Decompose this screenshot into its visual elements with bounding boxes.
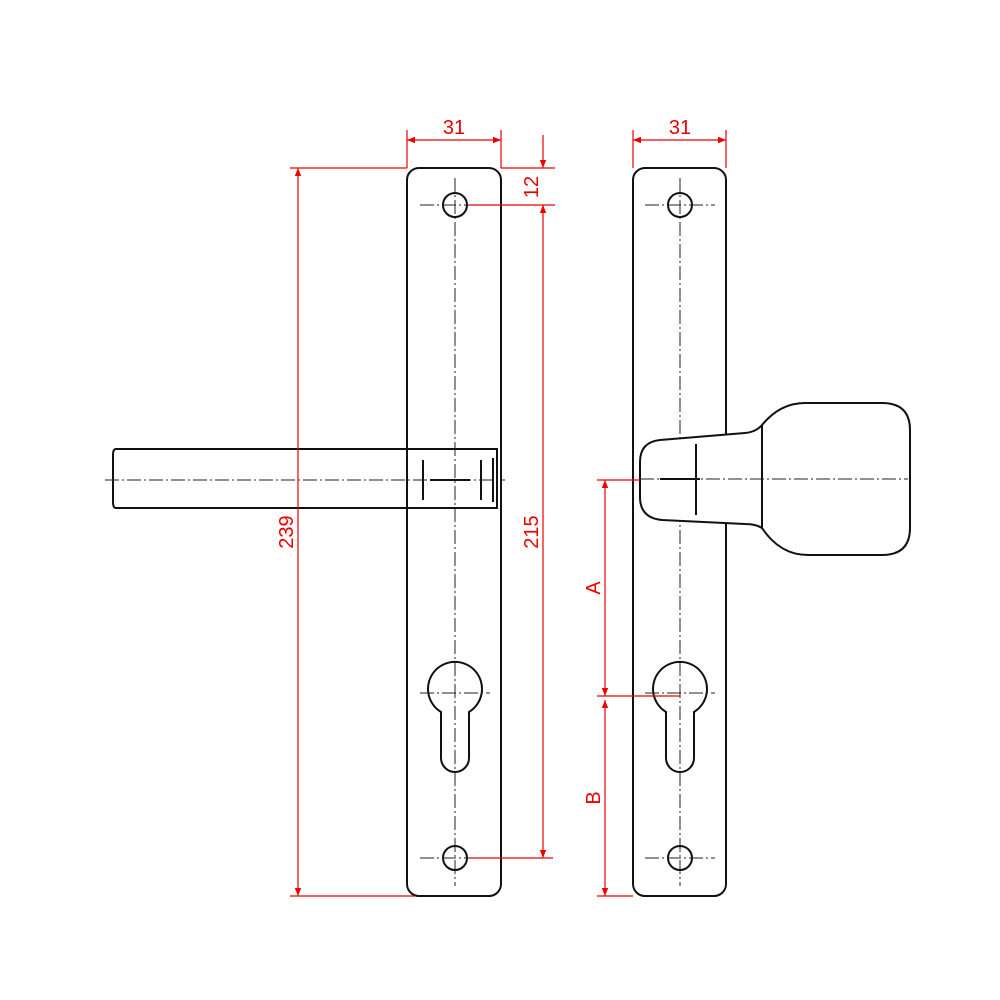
dimensions: 31 31 12 215 239 A B [276, 117, 727, 897]
keyhole [427, 660, 483, 773]
backplate-right [632, 167, 727, 897]
dim-right-width: 31 [669, 117, 691, 139]
dim-a: A [583, 581, 605, 595]
backplate-left [406, 167, 502, 897]
dim-top-offset: 12 [521, 176, 543, 198]
lever-plate-view [105, 167, 505, 897]
dim-hole-spacing: 215 [521, 515, 543, 548]
lever-arm [112, 448, 498, 509]
dim-left-width: 31 [443, 117, 465, 139]
keyhole [652, 660, 708, 773]
dim-overall-height: 239 [276, 515, 298, 548]
knob-plate-view [632, 167, 911, 897]
dim-b: B [583, 791, 605, 804]
